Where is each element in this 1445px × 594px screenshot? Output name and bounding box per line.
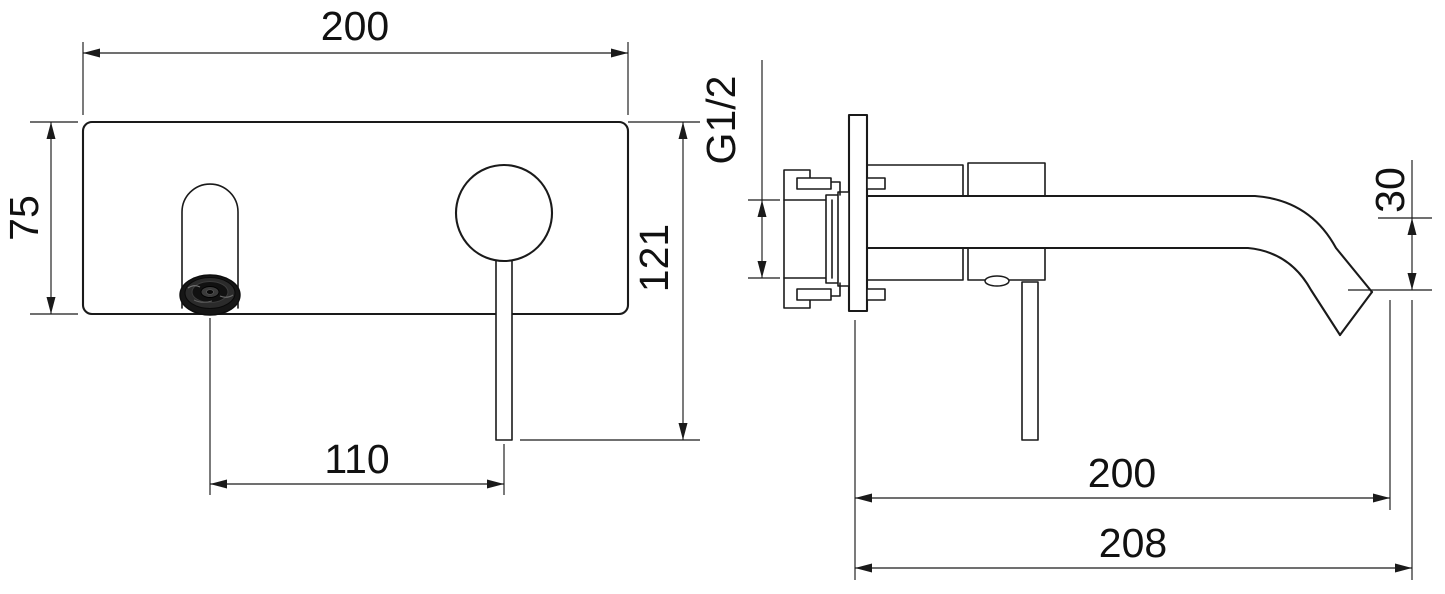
lever-base-detail [984, 275, 1010, 287]
aerator-icon [179, 274, 241, 316]
dimension-thread-g12: G1/2 [698, 60, 780, 279]
dim-label-thread-g12: G1/2 [698, 76, 744, 165]
handle-lever-front[interactable] [495, 247, 513, 441]
valve-body-side [783, 169, 886, 309]
front-view [81, 120, 630, 441]
dimension-spout-offset: 110 [209, 318, 505, 495]
dim-label-spout-reach: 200 [1088, 450, 1156, 496]
dimension-overall-reach: 208 [855, 300, 1413, 580]
wall-flange-side [847, 113, 869, 313]
spout-tip-cut [1338, 290, 1374, 337]
dimension-spout-reach: 200 [854, 300, 1391, 580]
dim-label-spout-drop: 30 [1367, 167, 1413, 213]
dim-label-overall-reach: 208 [1099, 520, 1167, 566]
lever-stem-side[interactable] [1021, 281, 1039, 441]
spout-inner-bottom-curve [865, 246, 1342, 337]
spout-outlet-front [181, 183, 239, 309]
body-upper-segment-b [967, 162, 1046, 197]
body-lower-segment-a [866, 247, 964, 281]
dimension-plate-height: 75 [1, 121, 78, 315]
dim-label-front-width: 200 [321, 3, 389, 49]
dim-label-spout-offset: 110 [324, 436, 389, 482]
dimension-spout-drop: 30 [1348, 160, 1432, 291]
body-lower-segment-b [967, 247, 1046, 281]
dimension-front-width: 200 [82, 3, 629, 115]
dim-label-front-total-height: 121 [631, 224, 677, 292]
side-view [783, 113, 1374, 441]
spout-outer-top-curve [865, 194, 1374, 294]
dimension-front-total-height: 121 [520, 121, 700, 441]
dim-label-plate-height: 75 [1, 195, 47, 241]
handle-knob-front[interactable] [454, 163, 554, 263]
